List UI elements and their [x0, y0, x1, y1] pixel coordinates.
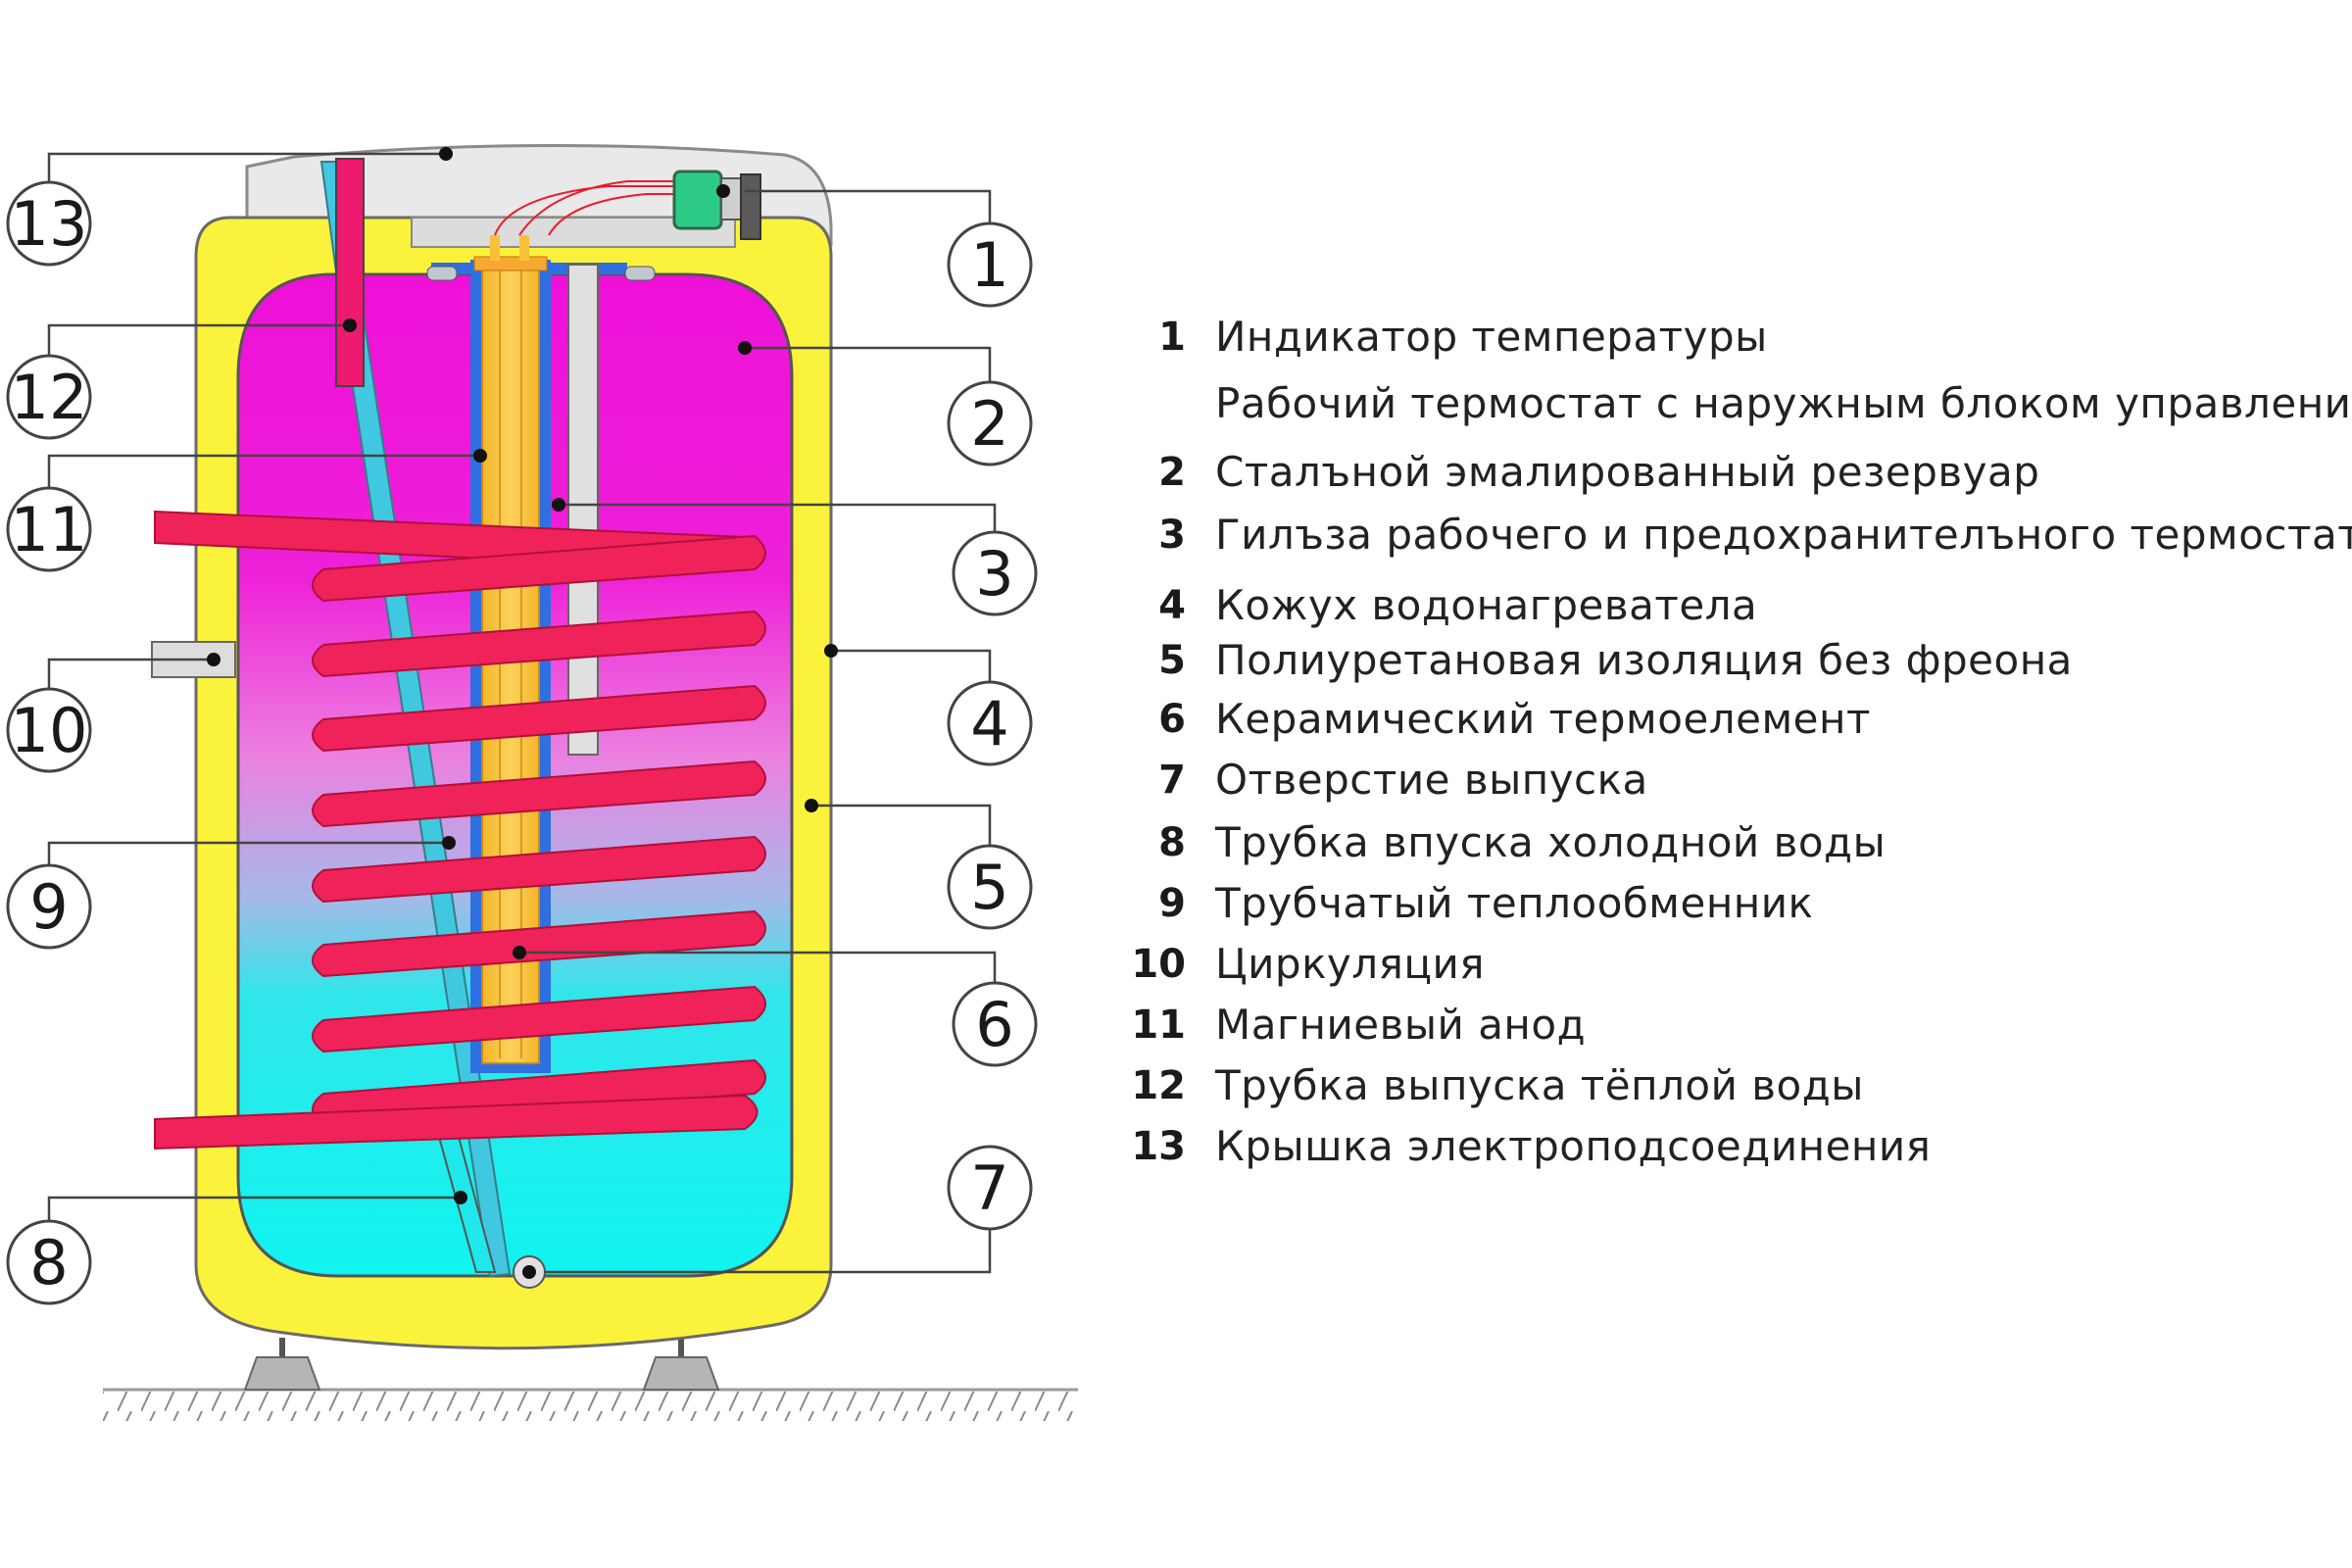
callout-number: 1: [970, 229, 1008, 301]
leader-line-7: [545, 1227, 992, 1274]
coil-turn: [312, 909, 766, 978]
leader-line-13: [47, 152, 446, 184]
leader-dot-3: [552, 498, 565, 512]
callout-8: 8: [6, 1219, 92, 1305]
callout-12: 12: [6, 354, 92, 440]
callout-1: 1: [947, 221, 1033, 308]
callout-2: 2: [947, 380, 1033, 466]
callout-6: 6: [952, 981, 1038, 1067]
leader-line-1: [745, 189, 992, 225]
callout-number: 12: [11, 362, 88, 433]
leader-line-12: [47, 323, 350, 358]
legend-label: Крышка электроподсоединения: [1215, 1122, 1932, 1170]
legend-number: 13: [1131, 1124, 1186, 1169]
heater-feet: [243, 1338, 720, 1391]
leader-dot-11: [473, 449, 487, 463]
callout-number: 2: [970, 388, 1008, 460]
legend-label: Рабочий термостат с наружным блоком упра…: [1215, 379, 2352, 427]
legend-label: Циркуляция: [1215, 940, 1486, 988]
legend-number: 8: [1158, 820, 1186, 865]
leader-line-10: [47, 658, 214, 691]
warm-water-outlet-pipe: [335, 158, 365, 387]
callout-number: 3: [975, 538, 1013, 610]
leader-dot-8: [454, 1191, 467, 1204]
leader-dot-4: [824, 644, 838, 658]
legend-number: 4: [1158, 583, 1186, 628]
legend-label: Трубка выпуска тёплой воды: [1215, 1061, 1864, 1109]
callout-number: 10: [11, 695, 88, 766]
callout-number: 13: [11, 188, 88, 260]
legend-number: 3: [1158, 513, 1186, 558]
legend-label: Трубка впуска холодной воды: [1215, 818, 1886, 866]
leader-dot-1: [716, 184, 730, 198]
legend-label: Индикатор температуры: [1215, 313, 1768, 361]
leader-dot-2: [738, 341, 752, 355]
leader-line-11: [47, 454, 480, 490]
leader-dot-10: [207, 653, 220, 666]
legend-label: Трубчатый теплообменник: [1215, 879, 1814, 927]
callout-number: 5: [970, 852, 1008, 923]
thermostat-sleeve: [567, 264, 599, 756]
leader-line-5: [811, 804, 992, 848]
coil-turn: [312, 985, 766, 1054]
legend-label: Керамический термоелемент: [1215, 695, 1871, 743]
leader-dot-7: [522, 1265, 536, 1279]
coil-turn: [312, 684, 766, 753]
callout-4: 4: [947, 680, 1033, 766]
leader-line-8: [47, 1196, 461, 1223]
tubular-heat-exchanger: [154, 510, 766, 1151]
leader-dot-5: [805, 799, 818, 812]
callout-3: 3: [952, 530, 1038, 616]
legend-number: 6: [1158, 697, 1186, 742]
coil-turn: [312, 835, 766, 904]
legend-number: 9: [1158, 881, 1186, 926]
leader-line-2: [745, 346, 992, 384]
callout-number: 11: [11, 494, 88, 565]
callout-leaders: [47, 147, 997, 1279]
coil-outlet: [154, 1094, 759, 1151]
leader-line-6: [519, 951, 997, 985]
leader-line-9: [47, 841, 449, 867]
callout-5: 5: [947, 844, 1033, 930]
floor: [103, 1388, 1078, 1421]
legend-number: 1: [1158, 315, 1186, 360]
coil-turn: [312, 760, 766, 828]
callout-9: 9: [6, 863, 92, 950]
leader-line-4: [831, 649, 992, 684]
callout-13: 13: [6, 180, 92, 267]
callout-11: 11: [6, 486, 92, 572]
legend-number: 5: [1158, 638, 1186, 683]
legend-label: Гилъза рабочего и предохранителъного тер…: [1215, 511, 2352, 559]
legend-label: Отверстие выпуска: [1215, 756, 1648, 804]
leader-dot-12: [343, 318, 357, 332]
legend-label: Полиуретановая изоляция без фреона: [1215, 636, 2073, 684]
legend-number: 11: [1131, 1003, 1186, 1048]
coil-turn: [312, 534, 766, 603]
legend-number: 2: [1158, 450, 1186, 495]
legend-label: Магниевый анод: [1215, 1001, 1587, 1049]
callout-10: 10: [6, 687, 92, 773]
legend-number: 10: [1131, 942, 1186, 987]
callout-7: 7: [947, 1145, 1033, 1231]
callout-number: 9: [29, 871, 68, 943]
leader-dot-13: [439, 147, 453, 161]
callout-number: 8: [29, 1227, 68, 1298]
callout-number: 6: [975, 989, 1013, 1060]
legend-label: Кожух водонагревателa: [1215, 581, 1758, 629]
leader-dot-9: [442, 836, 456, 850]
coil-turn: [312, 610, 766, 678]
legend-label: Сталъной эмалированный резервуар: [1215, 448, 2040, 496]
leader-line-3: [559, 503, 997, 534]
legend-number: 12: [1131, 1063, 1186, 1108]
legend-number: 7: [1158, 758, 1186, 803]
leader-dot-6: [513, 946, 526, 959]
callout-number: 4: [970, 688, 1008, 760]
callout-number: 7: [970, 1152, 1008, 1224]
